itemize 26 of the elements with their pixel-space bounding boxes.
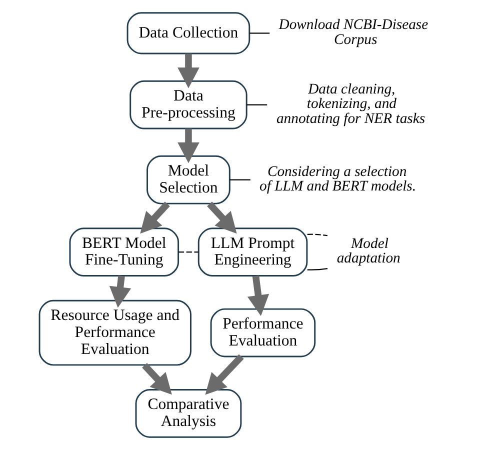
node-box: Data Pre-processing (130, 80, 248, 130)
connector (230, 179, 250, 180)
arrow (178, 128, 200, 164)
node-text: Model adaptation (336, 236, 400, 267)
connector (307, 234, 328, 236)
arrow (207, 202, 237, 234)
node-box: Comparative Analysis (135, 389, 242, 438)
arrow (247, 275, 270, 316)
arrow (178, 54, 200, 88)
connector (307, 268, 328, 270)
arrow (142, 363, 172, 395)
node-box: Model Selection (146, 155, 230, 204)
node-box: Resource Usage and Performance Evaluation (38, 300, 192, 366)
node-box: Data Collection (126, 12, 250, 54)
arrow (109, 276, 132, 308)
arrow (140, 202, 170, 234)
node-box: BERT Model Fine-Tuning (69, 228, 180, 277)
node-text: Data cleaning, tokenizing, and annotating for NER tasks (276, 81, 426, 127)
connector (246, 104, 268, 106)
connector (250, 32, 270, 34)
node-box: LLM Prompt Engineering (198, 228, 308, 277)
arrow (205, 354, 244, 395)
node-text: Download NCBI-Disease Corpus (278, 17, 428, 48)
connector (178, 252, 198, 253)
node-text: Considering a selection of LLM and BERT models. (260, 164, 416, 194)
node-box: Performance Evaluation (210, 308, 316, 358)
